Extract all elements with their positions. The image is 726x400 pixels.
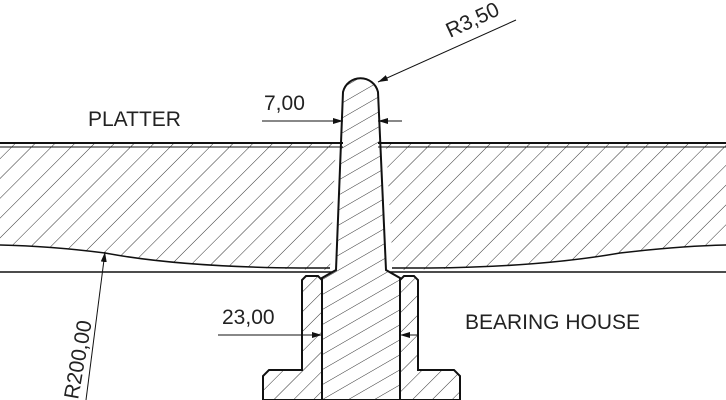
- dimension-tip-radius-text: R3,50: [442, 0, 503, 43]
- dimension-pin-width: 7,00: [262, 92, 402, 124]
- bearing-house-label: BEARING HOUSE: [465, 311, 640, 334]
- dimension-tip-radius: R3,50: [377, 0, 517, 83]
- dimension-platter-radius: R200,00: [60, 251, 107, 400]
- dimension-bearing-width-text: 23,00: [222, 306, 275, 329]
- platter-label: PLATTER: [88, 108, 181, 131]
- bearing-pin: [321, 77, 401, 400]
- dimension-pin-width-text: 7,00: [264, 92, 305, 115]
- platter-section: [0, 142, 726, 273]
- dimension-bearing-width: 23,00: [218, 306, 418, 338]
